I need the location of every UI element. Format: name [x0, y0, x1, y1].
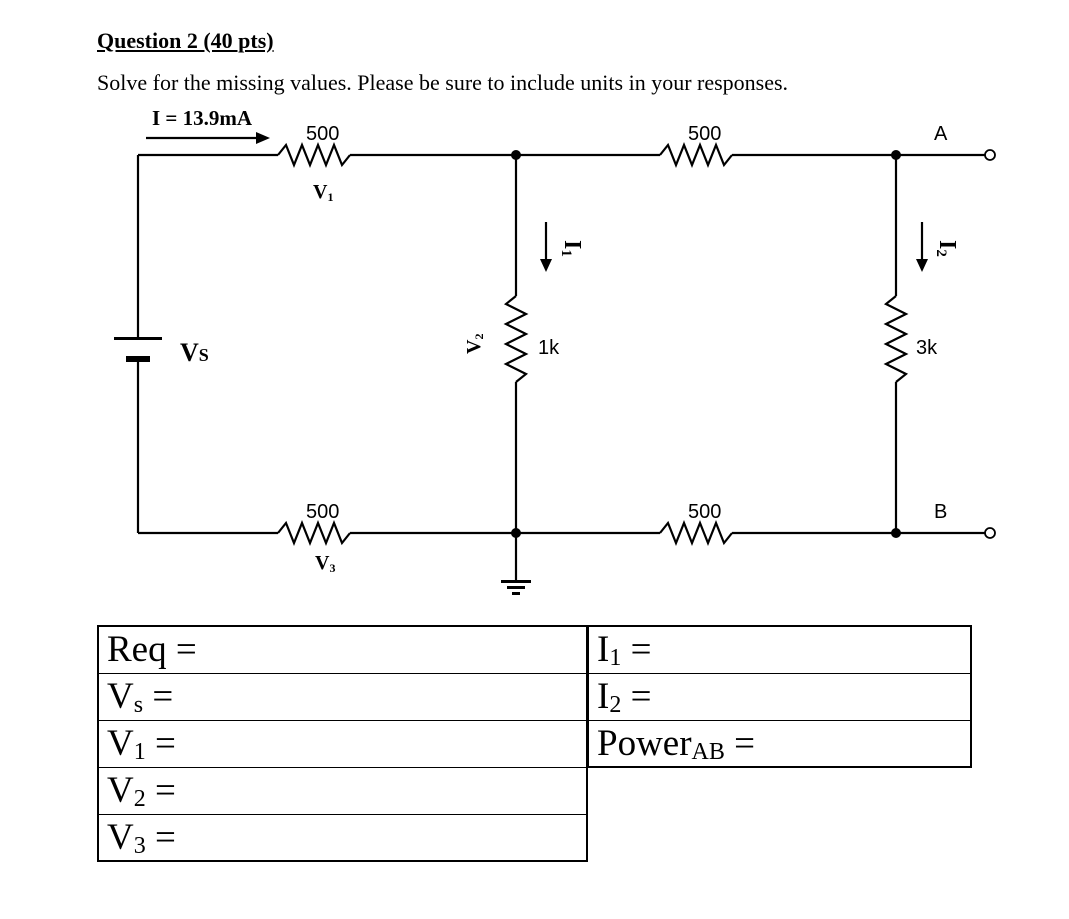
label-terminal-a: A	[934, 123, 948, 145]
terminal-a	[984, 149, 996, 161]
answer-table-left: Req = Vs = V1 = V2 = V3 =	[97, 625, 588, 862]
answer-row-req[interactable]: Req =	[99, 627, 586, 674]
answer-label-main: I	[597, 676, 610, 717]
answer-label-main: V	[107, 723, 134, 764]
terminal-b	[984, 527, 996, 539]
node-bottom-middle	[511, 528, 521, 538]
label-i1: I1	[558, 240, 585, 257]
resistor-middle	[503, 295, 529, 383]
label-v2: V2	[463, 334, 486, 354]
answer-label-main: V	[107, 817, 134, 858]
battery-long-plate	[114, 337, 162, 340]
ground-line-3	[512, 592, 520, 595]
label-r-right: 3k	[916, 337, 938, 359]
answer-table-right: I1 = I2 = PowerAB =	[587, 625, 972, 768]
answer-label-main: Power	[597, 723, 692, 764]
resistor-top-right	[659, 142, 733, 168]
resistor-right	[883, 295, 909, 383]
label-r-top-left: 500	[306, 123, 339, 145]
answer-label-sub: 1	[133, 739, 146, 765]
answer-row-v3[interactable]: V3 =	[99, 815, 586, 862]
current-arrow-head	[256, 132, 270, 144]
resistor-bottom-right	[659, 520, 733, 546]
answer-row-v2[interactable]: V2 =	[99, 768, 586, 815]
node-top-right	[891, 150, 901, 160]
label-r-bottom-right: 500	[688, 501, 721, 523]
label-i2-main: I	[934, 240, 960, 249]
label-r-bottom-left: 500	[306, 501, 339, 523]
answer-label-eq: =	[145, 817, 176, 858]
label-v1: V1	[313, 181, 333, 204]
label-terminal-b: B	[934, 501, 947, 523]
answer-row-i2[interactable]: I2 =	[589, 674, 970, 721]
circuit-diagram: 500 500 500 500 1k 3k A B I = 13.9mA V1 …	[114, 106, 996, 595]
answer-row-power-ab[interactable]: PowerAB =	[589, 721, 970, 768]
ground-line-1	[501, 580, 531, 583]
answer-label-main: Req	[107, 629, 167, 670]
answer-label-eq: =	[621, 676, 652, 717]
label-i2-sub: 2	[933, 249, 949, 257]
answer-label-main: V	[107, 676, 134, 717]
label-v2-main: V	[463, 339, 485, 354]
label-r-top-right: 500	[688, 123, 721, 145]
ground-line-2	[507, 586, 525, 589]
answer-row-i1[interactable]: I1 =	[589, 627, 970, 674]
label-r-middle: 1k	[538, 337, 560, 359]
question-prompt: Solve for the missing values. Please be …	[97, 70, 789, 95]
label-current-total: I = 13.9mA	[152, 106, 253, 130]
answer-label-eq: =	[143, 676, 174, 717]
resistor-top-left	[277, 142, 351, 168]
label-v1-main: V	[313, 181, 328, 203]
label-i1-sub: 1	[558, 249, 574, 257]
resistor-bottom-left	[277, 520, 351, 546]
answer-label-sub: 2	[609, 692, 622, 718]
answer-row-vs[interactable]: Vs =	[99, 674, 586, 721]
label-vs: VS	[180, 338, 209, 367]
node-top-middle	[511, 150, 521, 160]
node-bottom-right	[891, 528, 901, 538]
label-v1-sub: 1	[327, 190, 333, 204]
question-title: Question 2 (40 pts)	[97, 28, 274, 53]
answer-label-sub: 1	[609, 645, 622, 671]
answer-label-sub: AB	[691, 739, 725, 765]
label-v2-sub: 2	[472, 334, 486, 340]
answer-label-eq: =	[621, 629, 652, 670]
i2-arrow-head	[916, 259, 928, 272]
label-v3-sub: 3	[329, 561, 335, 575]
label-v3: V3	[315, 552, 335, 575]
label-i1-main: I	[559, 240, 585, 249]
answer-label-eq: =	[145, 770, 176, 811]
answer-label-main: I	[597, 629, 610, 670]
i1-arrow-head	[540, 259, 552, 272]
answer-label-main: V	[107, 770, 134, 811]
answer-label-eq: =	[166, 629, 197, 670]
answer-label-eq: =	[724, 723, 756, 764]
answer-row-v1[interactable]: V1 =	[99, 721, 586, 768]
answer-label-sub: 3	[133, 833, 146, 859]
label-vs-main: V	[180, 338, 199, 367]
battery-short-plate	[126, 356, 150, 362]
answer-label-sub: 2	[133, 786, 146, 812]
answer-label-eq: =	[145, 723, 176, 764]
answer-label-sub: s	[133, 692, 144, 718]
label-i2: I2	[933, 240, 960, 257]
label-v3-main: V	[315, 552, 330, 574]
label-vs-sub: S	[199, 345, 209, 365]
